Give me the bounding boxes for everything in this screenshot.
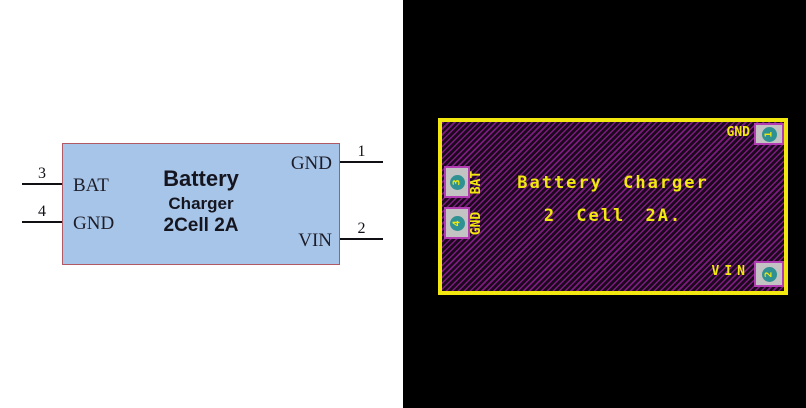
schematic-pin-3[interactable]: 3 xyxy=(22,165,62,185)
pin-wire-3 xyxy=(22,183,62,185)
pcb-pad-3[interactable]: 3 xyxy=(444,166,470,198)
pad-1-hole-marker-icon: 1 xyxy=(761,126,777,142)
pcb-panel: 1 2 3 4 GND VIN BAT xyxy=(403,0,806,408)
pin-label-gnd-left: GND xyxy=(73,213,115,234)
symbol-title-line2: Charger xyxy=(168,194,234,213)
pad-2-hole-marker-icon: 2 xyxy=(761,266,777,282)
pcb-title-line2: 2 Cell 2A. xyxy=(543,206,683,226)
pin-number-4: 4 xyxy=(38,203,46,220)
pin-wire-2 xyxy=(340,238,383,240)
pin-label-bat: BAT xyxy=(73,175,109,196)
symbol-title-line1: Battery xyxy=(163,166,239,191)
pin-wire-4 xyxy=(22,221,62,223)
pin-number-1: 1 xyxy=(357,143,366,160)
pad-3-hole-marker-icon: 3 xyxy=(449,174,465,190)
pin-wire-1 xyxy=(340,161,383,163)
schematic-pin-4[interactable]: 4 xyxy=(22,203,62,223)
pad-4-hole-marker-icon: 4 xyxy=(449,215,465,231)
pad-1-number: 1 xyxy=(763,130,775,138)
pcb-pad-2[interactable]: 2 xyxy=(754,261,784,287)
pcb-pad-4[interactable]: 4 xyxy=(444,207,470,239)
symbol-title-line3: 2Cell 2A xyxy=(163,215,239,236)
pin-label-vin: VIN xyxy=(298,230,332,251)
pcb-title-line1: Battery Charger xyxy=(517,173,709,193)
pcb-pad-1[interactable]: 1 xyxy=(754,123,784,145)
pin-number-3: 3 xyxy=(38,165,46,182)
pcb-board-outline[interactable]: 1 2 3 4 GND VIN BAT xyxy=(438,118,788,295)
silk-label-gnd-top: GND xyxy=(726,125,750,140)
pad-2-number: 2 xyxy=(763,270,775,278)
pin-label-gnd-right: GND xyxy=(290,153,332,174)
schematic-symbol-body[interactable]: BAT GND GND VIN Battery Charger 2Cell 2A xyxy=(62,143,340,265)
silk-label-vin: VIN xyxy=(711,264,750,279)
schematic-pin-2[interactable]: 2 xyxy=(340,220,383,240)
pin-number-2: 2 xyxy=(357,220,366,237)
schematic-pin-1[interactable]: 1 xyxy=(340,143,383,163)
schematic-panel: BAT GND GND VIN Battery Charger 2Cell 2A… xyxy=(22,143,383,265)
